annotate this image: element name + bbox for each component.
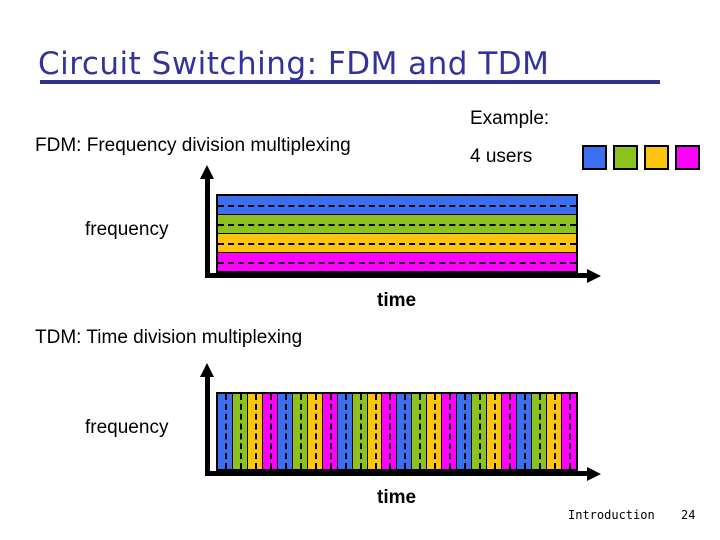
tdm-slot-3 <box>247 394 263 469</box>
footer-label: Introduction <box>568 508 655 522</box>
fdm-axes <box>200 165 601 283</box>
fdm-band-4 <box>218 253 576 271</box>
tdm-slot-centerline-16 <box>449 394 452 469</box>
tdm-slot-centerline-4 <box>269 394 272 469</box>
tdm-slot-18 <box>472 394 488 469</box>
tdm-slot-centerline-14 <box>419 394 422 469</box>
tdm-slot-centerline-18 <box>479 394 482 469</box>
fdm-band-1 <box>218 196 576 215</box>
tdm-slot-centerline-5 <box>284 394 287 469</box>
tdm-y-axis-label: frequency <box>85 417 169 438</box>
tdm-frequency-axis <box>205 376 210 476</box>
fdm-y-axis-label: frequency <box>85 219 169 240</box>
tdm-slot-centerline-12 <box>389 394 392 469</box>
fdm-frequency-axis-arrow-icon <box>200 165 214 179</box>
example-subtitle: 4 users <box>470 146 533 167</box>
tdm-slot-centerline-9 <box>344 394 347 469</box>
tdm-slot-7 <box>307 394 323 469</box>
tdm-slot-19 <box>487 394 503 469</box>
tdm-slot-12 <box>382 394 398 469</box>
tdm-slot-9 <box>337 394 353 469</box>
fdm-x-axis-label: time <box>377 290 417 311</box>
tdm-time-axis <box>205 471 587 476</box>
tdm-slot-23 <box>546 394 562 469</box>
tdm-slot-centerline-13 <box>404 394 407 469</box>
fdm-plot <box>216 194 578 273</box>
tdm-slot-centerline-20 <box>509 394 512 469</box>
tdm-slot-centerline-11 <box>374 394 377 469</box>
tdm-slot-centerline-8 <box>329 394 332 469</box>
tdm-slot-15 <box>427 394 443 469</box>
fdm-band-3 <box>218 234 576 253</box>
fdm-band-centerline-1 <box>218 205 576 207</box>
example-title: Example: <box>470 108 550 129</box>
tdm-slot-24 <box>561 394 576 469</box>
tdm-slot-1 <box>218 394 233 469</box>
legend-swatch-1 <box>582 145 607 170</box>
tdm-slot-centerline-10 <box>359 394 362 469</box>
title-underline <box>40 80 660 84</box>
tdm-slot-22 <box>532 394 547 469</box>
fdm-band-centerline-4 <box>218 262 576 264</box>
fdm-caption: FDM: Frequency division multiplexing <box>35 135 351 156</box>
tdm-slot-centerline-15 <box>434 394 437 469</box>
tdm-slot-5 <box>277 394 293 469</box>
tdm-slot-6 <box>292 394 308 469</box>
tdm-slot-centerline-3 <box>254 394 257 469</box>
tdm-slot-10 <box>352 394 368 469</box>
tdm-frequency-axis-arrow-icon <box>200 363 214 377</box>
legend-swatch-2 <box>613 145 638 170</box>
tdm-slot-17 <box>457 394 473 469</box>
tdm-plot <box>216 392 578 471</box>
fdm-band-centerline-2 <box>218 224 576 226</box>
tdm-x-axis-label: time <box>377 487 417 508</box>
tdm-axes <box>200 363 601 481</box>
page-title: Circuit Switching: FDM and TDM <box>38 46 550 82</box>
fdm-band-2 <box>218 215 576 234</box>
tdm-slot-centerline-2 <box>239 394 242 469</box>
tdm-slot-16 <box>442 394 458 469</box>
fdm-time-axis <box>205 273 587 278</box>
tdm-slot-2 <box>232 394 248 469</box>
legend-swatch-3 <box>644 145 669 170</box>
footer-page-number: 24 <box>681 508 696 522</box>
fdm-frequency-axis <box>205 178 210 278</box>
tdm-slot-centerline-17 <box>464 394 467 469</box>
tdm-slot-4 <box>262 394 278 469</box>
tdm-slot-14 <box>412 394 428 469</box>
tdm-slot-centerline-19 <box>494 394 497 469</box>
tdm-slot-centerline-23 <box>553 394 556 469</box>
tdm-slot-20 <box>502 394 518 469</box>
tdm-caption: TDM: Time division multiplexing <box>35 327 303 348</box>
example-legend <box>582 145 700 170</box>
tdm-slot-11 <box>367 394 383 469</box>
tdm-slot-21 <box>517 394 533 469</box>
tdm-slot-centerline-22 <box>538 394 541 469</box>
fdm-time-axis-arrow-icon <box>587 269 601 283</box>
tdm-slot-13 <box>397 394 413 469</box>
tdm-slot-centerline-1 <box>224 394 227 469</box>
tdm-slot-centerline-6 <box>299 394 302 469</box>
tdm-slot-8 <box>322 394 338 469</box>
tdm-slot-centerline-7 <box>314 394 317 469</box>
tdm-slot-centerline-21 <box>524 394 527 469</box>
tdm-slot-centerline-24 <box>568 394 571 469</box>
fdm-band-centerline-3 <box>218 243 576 245</box>
legend-swatch-4 <box>675 145 700 170</box>
tdm-time-axis-arrow-icon <box>587 467 601 481</box>
